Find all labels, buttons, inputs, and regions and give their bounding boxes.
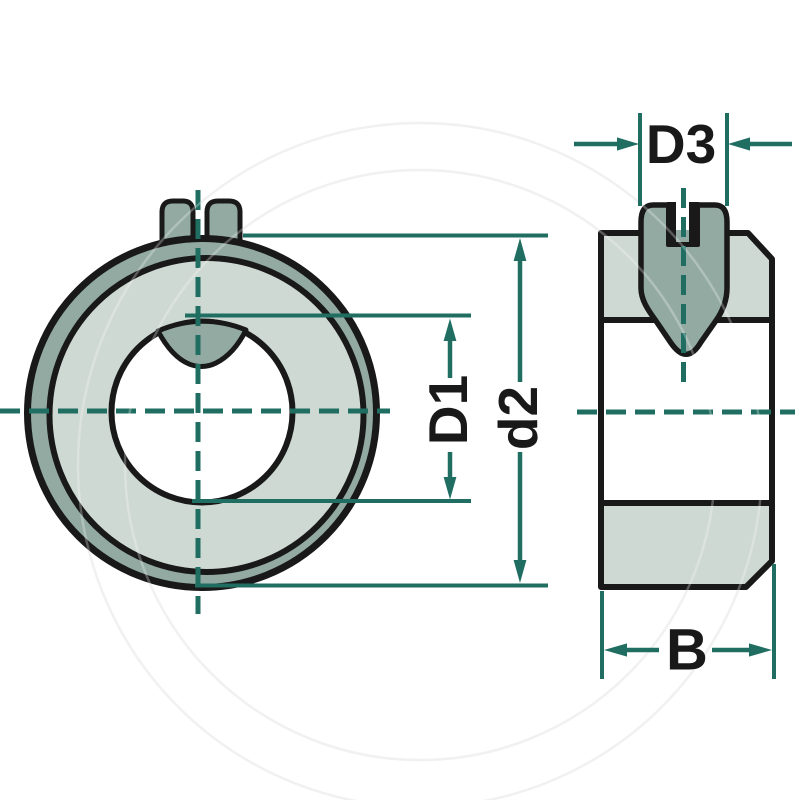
watermark-arcs-over [76,121,764,800]
d2-arrow-down [513,560,527,583]
d1-arrow-up [443,318,457,341]
screw-head-tab-right [204,198,243,249]
watermark-arc [123,168,717,762]
d1-arrow-down [443,477,457,500]
side-view [577,188,795,590]
dimension-d1: D1 [185,313,479,503]
side-lower-band [598,500,775,590]
d3-arrow-left [617,137,639,151]
d3-arrow-right [728,137,750,151]
b-arrow-right [749,643,772,657]
set-screw-tip-front [155,318,249,369]
dimension-d3: D3 [574,113,792,206]
d1-label: D1 [417,375,479,445]
dimension-b: B [600,564,776,683]
d3-label: D3 [646,113,716,175]
b-arrow-left [604,643,627,657]
dimension-d2: d2 [195,233,549,588]
d2-label: d2 [487,386,549,450]
d2-arrow-up [513,238,527,261]
b-label: B [666,618,708,683]
watermark-arc [76,121,764,800]
screw-head-tab-left [159,198,196,249]
front-view [0,190,390,614]
